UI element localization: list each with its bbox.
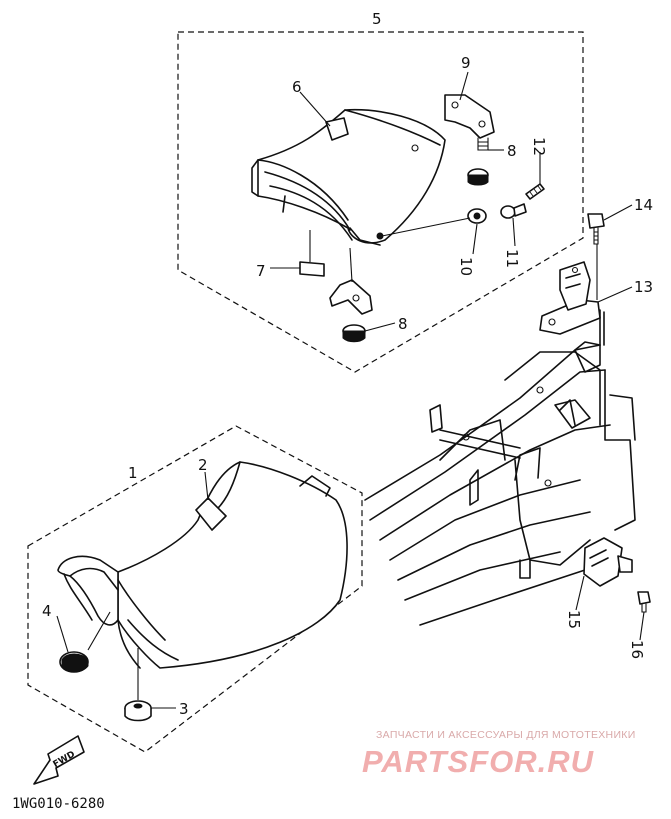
part-7-damper [299, 261, 325, 277]
frame [364, 309, 636, 626]
part-11-bolt [500, 203, 527, 219]
callout-16: 16 [628, 640, 646, 659]
part-13-seat-lock [539, 261, 601, 335]
part-2-tab [195, 497, 227, 531]
leader-lines [56, 71, 645, 709]
callout-8-upper: 8 [507, 142, 517, 160]
part-10-nut [467, 208, 487, 224]
diagram-code: 1WG010-6280 [12, 796, 105, 812]
tail-cowl [251, 108, 446, 246]
part-12-screw [525, 183, 545, 200]
callout-14: 14 [634, 196, 653, 214]
watermark-brand: PARTSFOR.RU [362, 744, 595, 779]
part-14-bolt [587, 213, 605, 245]
part-8-grommet-lower [342, 324, 366, 343]
watermark: ЗАПЧАСТИ И АКСЕССУАРЫ ДЛЯ МОТОТЕХНИКИ PA… [362, 729, 636, 779]
callout-10: 10 [457, 257, 475, 276]
callout-2: 2 [198, 456, 208, 474]
rider-seat [57, 461, 348, 669]
part-8-grommet-upper [467, 168, 489, 186]
part-15-switch [583, 537, 633, 587]
part-3-grommet [124, 700, 152, 722]
callout-12: 12 [530, 137, 548, 156]
fwd-arrow: FWD [33, 735, 85, 785]
part-6-pad [325, 117, 349, 141]
callout-8-lower: 8 [398, 315, 408, 333]
watermark-tagline: ЗАПЧАСТИ И АКСЕССУАРЫ ДЛЯ МОТОТЕХНИКИ [376, 729, 636, 741]
cowl-lower-bracket [329, 279, 373, 315]
callout-1: 1 [128, 464, 138, 482]
callout-15: 15 [565, 610, 583, 629]
callout-4: 4 [42, 602, 52, 620]
callout-13: 13 [634, 278, 653, 296]
callout-6: 6 [292, 78, 302, 96]
callouts: 1 2 3 4 5 6 7 8 8 9 10 11 12 13 14 15 16 [42, 10, 653, 718]
group-box-5 [177, 31, 584, 373]
callout-3: 3 [179, 700, 189, 718]
part-9-bracket [444, 94, 495, 151]
part-4-damper [59, 651, 89, 673]
part-16-screw [637, 591, 651, 613]
group-box-1 [27, 425, 363, 753]
callout-11: 11 [503, 249, 521, 268]
callout-9: 9 [461, 54, 471, 72]
callout-5: 5 [372, 10, 382, 28]
callout-7: 7 [256, 262, 266, 280]
